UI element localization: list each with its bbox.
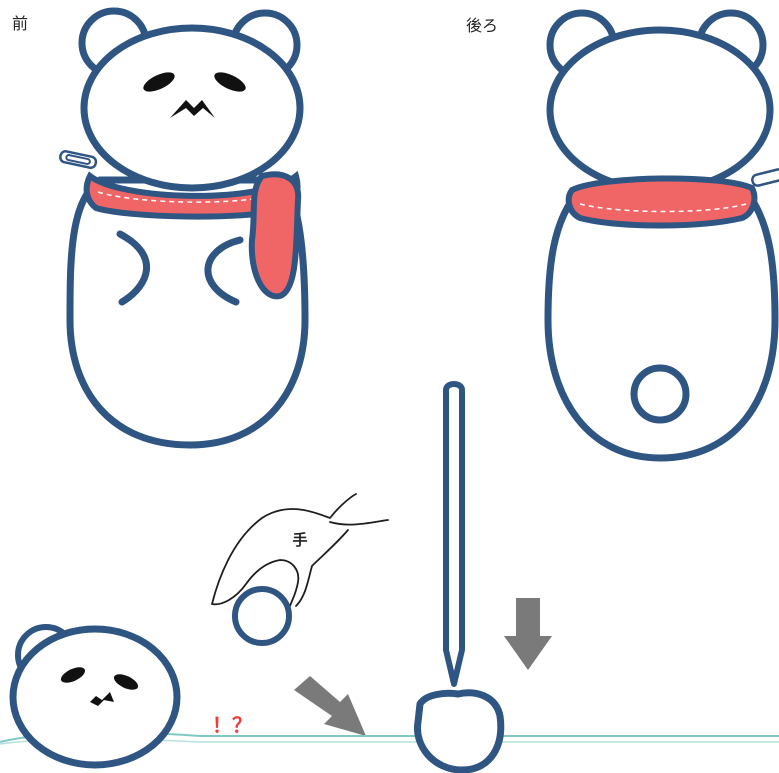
diagonal-arrow-icon: [294, 676, 366, 736]
bear-front-right-arm: [204, 236, 244, 306]
paperclip-icon: [59, 150, 98, 169]
down-arrow-icon: [504, 598, 552, 670]
bear-front-icon: [59, 7, 309, 449]
bear-back-tail: [630, 364, 690, 424]
arrow-icon: [294, 598, 552, 736]
bear-front-scarf-tail: [248, 171, 302, 300]
hand-icon: [211, 493, 389, 607]
hand-label: 手: [292, 531, 307, 549]
bear-front-left-arm: [116, 230, 151, 306]
pompom-icon: [232, 586, 292, 646]
bear-head-icon: [9, 624, 181, 769]
bear-front-right-eye: [214, 72, 246, 92]
stick-icon: [443, 381, 465, 687]
bear-back-scarf-stitch: [579, 203, 747, 213]
bear-back-scarf-collar: [565, 175, 758, 229]
surprise-mark: ！？: [212, 713, 252, 737]
pompom-on-stick-icon: [414, 689, 505, 773]
paperclip-icon: [751, 168, 779, 187]
bear-front-body: [66, 176, 309, 449]
bear-front-nose: [170, 100, 215, 118]
front-label: 前: [12, 14, 29, 33]
bear-back-head: [546, 26, 774, 194]
bear-back-body: [544, 186, 779, 462]
back-label: 後ろ: [466, 16, 499, 35]
bear-back-icon: [544, 9, 779, 462]
bear-front-left-eye: [143, 72, 175, 92]
